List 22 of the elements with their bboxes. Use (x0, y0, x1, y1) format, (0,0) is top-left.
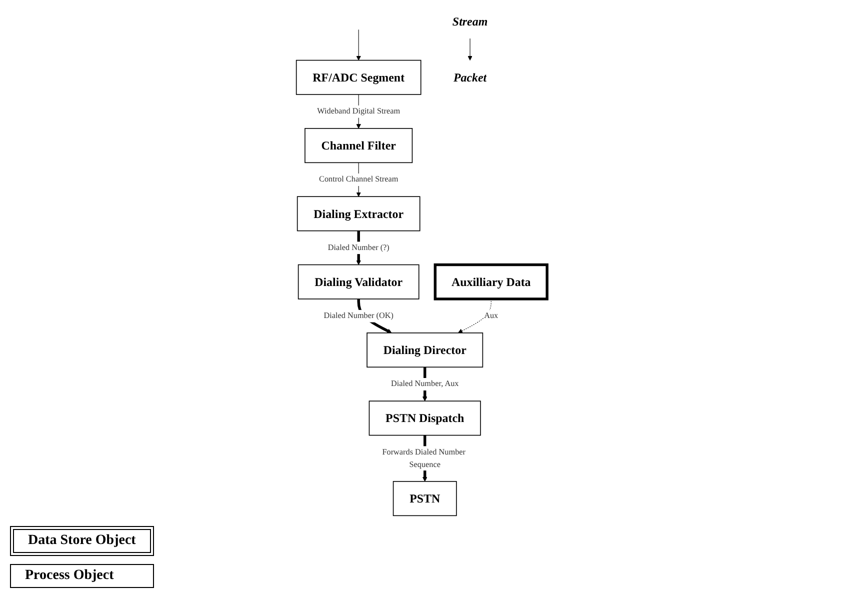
legend-entry: Process Object (10, 564, 154, 588)
edge-label: Dialed Number (?) (328, 243, 390, 252)
edge-label: Dialed Number, Aux (390, 380, 459, 388)
arrow (467, 38, 472, 60)
arrow (458, 298, 492, 334)
node-box: Dialing Director (366, 332, 483, 368)
node-box: Dialing Validator (298, 264, 420, 300)
legend-entry: Data Store Object (10, 526, 154, 556)
node-box: PSTN (392, 481, 457, 516)
arrow (356, 29, 361, 60)
node-box: Dialing Extractor (296, 196, 420, 232)
edge-label: Aux (484, 311, 498, 320)
node-box: Channel Filter (304, 128, 412, 164)
edge-label: Forwards Dialed Number Sequence (382, 448, 466, 469)
edge-label: Wideband Digital Stream (316, 106, 400, 116)
node-text: Stream (452, 14, 488, 28)
node-text: Packet (453, 70, 486, 84)
edge-label: Control Channel Stream (318, 175, 398, 184)
edge-label: Dialed Number (OK) (324, 311, 394, 320)
node-box: RF/ADC Segment (296, 60, 422, 95)
node-box: PSTN Dispatch (368, 400, 481, 436)
node-box: Auxilliary Data (434, 263, 548, 300)
